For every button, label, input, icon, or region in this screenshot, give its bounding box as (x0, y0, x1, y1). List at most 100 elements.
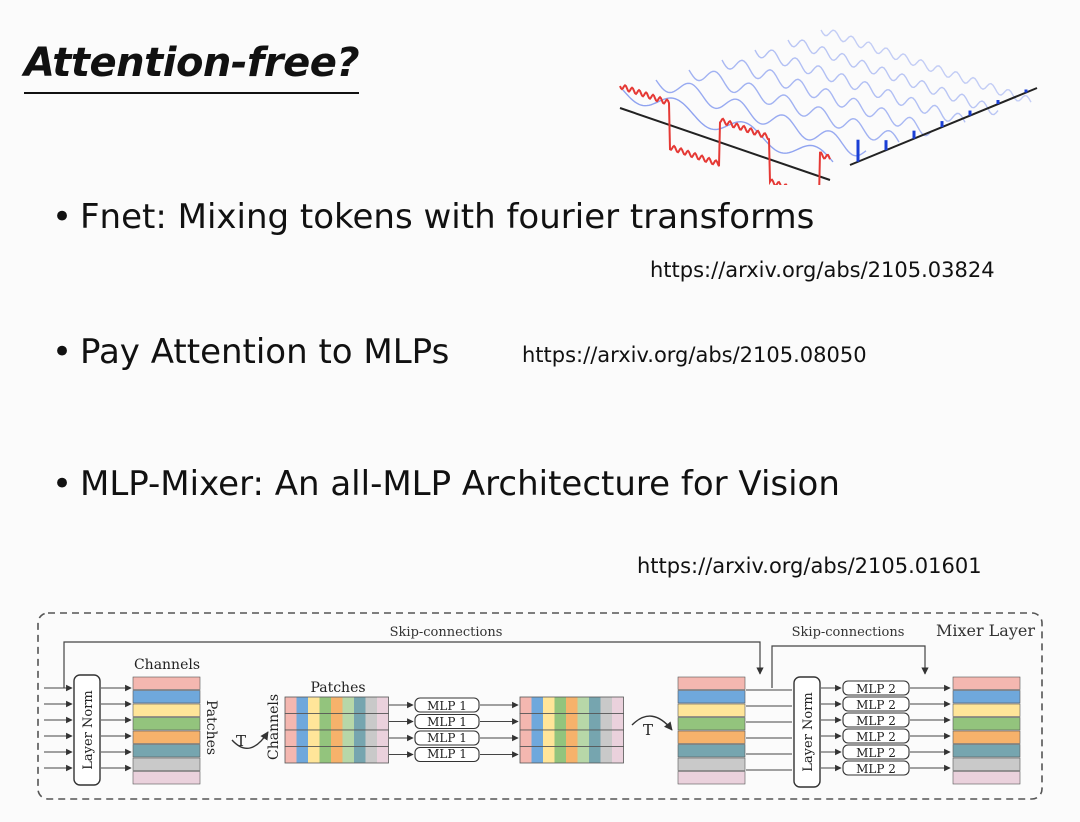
transpose-2-icon (631, 715, 673, 731)
patch-cell (566, 713, 578, 730)
layer-norm-2-label: Layer Norm (801, 692, 816, 772)
sine-wave (787, 39, 999, 116)
patch-cell (531, 697, 543, 714)
mlp1-label-4: MLP 1 (427, 747, 467, 761)
bullet-text: Pay Attention to MLPs (80, 332, 450, 372)
token-row (132, 771, 201, 785)
patch-cell (296, 746, 308, 763)
layer-norm-1 (73, 674, 101, 786)
patch-cell (365, 713, 377, 730)
patch-cell (600, 713, 612, 730)
mlp2-label-3: MLP 2 (856, 714, 896, 728)
patch-cell (365, 697, 377, 714)
patch-cell (319, 713, 331, 730)
mlp2-label-2: MLP 2 (856, 698, 896, 712)
mlp2-box (842, 744, 910, 760)
patch-cell (543, 730, 555, 747)
mlp1-box (414, 713, 480, 730)
patch-cell (554, 713, 566, 730)
token-row (952, 744, 1021, 758)
patch-cell (612, 697, 624, 714)
sine-wave (622, 89, 834, 163)
patch-row-outline (519, 746, 624, 764)
patch-cell (354, 746, 366, 763)
mlp1-box (414, 746, 480, 763)
token-row (677, 690, 746, 704)
mixer-layer-label: Mixer Layer (936, 621, 1035, 640)
patch-cell (520, 730, 532, 747)
mlp-mixer-diagram: Mixer Layer Skip-connections Skip-connec… (37, 612, 1043, 800)
fnet-link[interactable]: https://arxiv.org/abs/2105.03824 (650, 258, 995, 282)
mlp2-label-6: MLP 2 (856, 762, 896, 776)
token-row (132, 717, 201, 731)
patch-cell (566, 697, 578, 714)
patch-cell (377, 746, 389, 763)
patch-cell (331, 746, 343, 763)
patch-cell (365, 746, 377, 763)
patch-cell (308, 730, 320, 747)
gmlp-link[interactable]: https://arxiv.org/abs/2105.08050 (522, 343, 867, 367)
token-row (677, 730, 746, 744)
token-row (132, 690, 201, 704)
sine-wave (754, 49, 966, 123)
mlp2-label-5: MLP 2 (856, 746, 896, 760)
square-wave (619, 83, 831, 185)
bullet-dot-icon: • (52, 197, 73, 237)
patch-cell (531, 746, 543, 763)
patch-cell (354, 730, 366, 747)
patch-matrix-2 (519, 696, 624, 764)
patch-cell (285, 697, 297, 714)
patches-label: Patches (310, 680, 365, 696)
patch-cell (531, 713, 543, 730)
patch-cell (577, 697, 589, 714)
patch-cell (543, 713, 555, 730)
sine-wave (820, 29, 1032, 103)
mlp1-box (414, 730, 480, 746)
layer-norm-1-label: Layer Norm (81, 690, 96, 770)
bullet-dot-icon: • (52, 332, 73, 372)
skip-connection-2 (771, 645, 929, 688)
frequency-spectrum (856, 89, 1028, 162)
patch-cell (354, 713, 366, 730)
patch-cell (566, 746, 578, 763)
patch-cell (342, 697, 354, 714)
skip-connection-2-label: Skip-connections (792, 625, 905, 640)
bullet-dot-icon: • (52, 464, 73, 504)
skip-connection-1-label: Skip-connections (390, 625, 503, 640)
token-row (132, 730, 201, 744)
patch-cell (342, 713, 354, 730)
patch-cell (589, 713, 601, 730)
patch-cell (296, 713, 308, 730)
patch-cell (377, 697, 389, 714)
patch-row-outline (284, 746, 389, 764)
token-row (677, 676, 746, 690)
mlp1-group (389, 697, 519, 763)
mlp2-box (842, 728, 910, 744)
patch-cell (577, 730, 589, 747)
sine-wave (688, 69, 900, 143)
mixer-link[interactable]: https://arxiv.org/abs/2105.01601 (637, 554, 982, 578)
patch-cell (296, 730, 308, 747)
bullet-fnet: •Fnet: Mixing tokens with fourier transf… (52, 195, 814, 239)
patches-side-label: Patches (203, 700, 219, 755)
patch-cell (285, 730, 297, 747)
stack-2-connectors (746, 689, 792, 771)
token-row (677, 703, 746, 717)
transpose-2-label: T (643, 721, 653, 739)
bullet-mlp-mixer: •MLP-Mixer: An all-MLP Architecture for … (52, 462, 840, 506)
mlp2-box (842, 760, 910, 776)
patch-cell (285, 746, 297, 763)
patch-cell (354, 697, 366, 714)
patch-cell (296, 697, 308, 714)
bullet-text: Fnet: Mixing tokens with fourier transfo… (80, 197, 815, 237)
patch-cell (331, 713, 343, 730)
patch-cell (589, 697, 601, 714)
patch-cell (308, 713, 320, 730)
token-row (952, 703, 1021, 717)
mlp2-box (842, 712, 910, 728)
token-row (677, 744, 746, 758)
patch-cell (554, 730, 566, 747)
patch-cell (554, 697, 566, 714)
patch-cell (520, 713, 532, 730)
patch-cell (600, 730, 612, 747)
